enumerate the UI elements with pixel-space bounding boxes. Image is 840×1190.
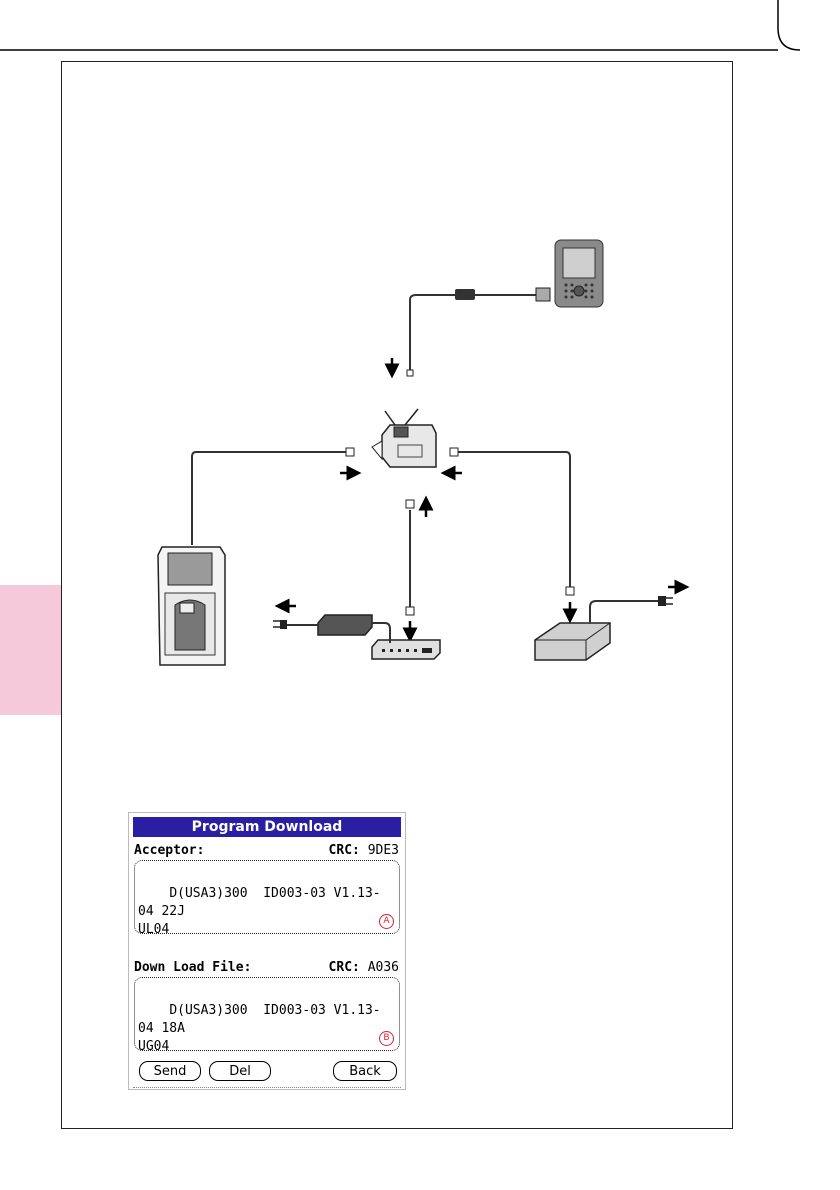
download-crc: CRC: A036	[329, 960, 399, 975]
marker-b-icon: B	[379, 1031, 394, 1046]
download-crc-label: CRC:	[329, 960, 360, 975]
kiosk-icon	[158, 547, 225, 665]
cut-line	[0, 0, 840, 62]
delete-button[interactable]: Del	[209, 1061, 271, 1081]
acceptor-label: Acceptor:	[134, 843, 204, 858]
screen-bottom-line	[133, 1087, 401, 1088]
pda-plug-icon	[407, 370, 413, 376]
power-plug-icon	[658, 596, 673, 606]
acceptor-crc: CRC: 9DE3	[329, 843, 399, 858]
pda-cable	[410, 295, 540, 370]
bill-acceptor-icon	[372, 409, 436, 467]
send-button[interactable]: Send	[139, 1061, 201, 1081]
acceptor-crc-label: CRC:	[329, 843, 360, 858]
back-button[interactable]: Back	[333, 1061, 397, 1081]
acceptor-version-text: D(USA3)300 ID003-03 V1.13-04 22J UL04	[138, 886, 381, 937]
screen-title: Program Download	[133, 817, 401, 837]
marker-a-icon: A	[379, 914, 394, 929]
connection-diagram	[120, 235, 710, 680]
download-file-label: Down Load File:	[134, 960, 251, 975]
power-adapter-icon	[273, 615, 390, 643]
pda-connector-icon	[536, 288, 550, 301]
acceptor-version-field[interactable]: D(USA3)300 ID003-03 V1.13-04 22J UL04 A	[134, 860, 400, 934]
kiosk-cable	[192, 452, 346, 545]
section-tab	[0, 585, 61, 715]
download-file-text: D(USA3)300 ID003-03 V1.13-04 18A UG04	[138, 1003, 381, 1054]
pda-screen: Program Download Acceptor: CRC: 9DE3 D(U…	[128, 812, 406, 1090]
cable-module-icon	[455, 289, 475, 300]
psu-cable	[456, 452, 570, 587]
download-file-field[interactable]: D(USA3)300 ID003-03 V1.13-04 18A UG04 B	[134, 977, 400, 1051]
hub-icon	[372, 640, 440, 659]
power-supply-icon	[535, 623, 610, 660]
download-crc-value: A036	[368, 960, 399, 975]
acceptor-crc-value: 9DE3	[368, 843, 399, 858]
pda-icon	[555, 240, 603, 307]
